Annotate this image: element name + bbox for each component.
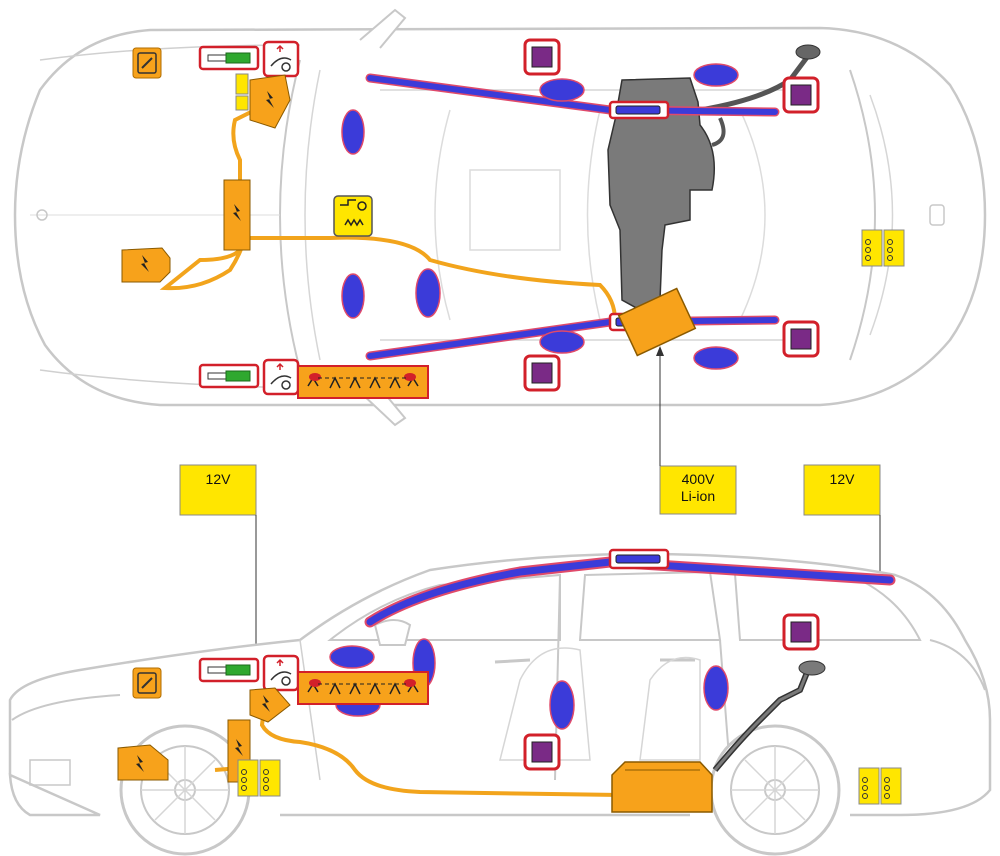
side-view bbox=[8, 548, 992, 856]
airbag-icon bbox=[341, 63, 739, 370]
callout-rear-12v-label: 12V bbox=[830, 471, 856, 487]
airbag-control-unit-icon bbox=[523, 38, 561, 76]
top-view bbox=[13, 8, 987, 427]
fuel-tank-icon bbox=[607, 77, 715, 311]
hv-battery-icon bbox=[617, 287, 697, 357]
callout-front-12v: 12V bbox=[179, 464, 260, 762]
callout-front-12v-label: 12V bbox=[206, 471, 232, 487]
hood-lifter-icon bbox=[262, 40, 300, 78]
gas-strut-icon bbox=[198, 45, 260, 71]
car-body-outline-top bbox=[13, 26, 987, 407]
callout-hv-battery-line1: 400V bbox=[682, 471, 715, 487]
belt-tensioner-icon bbox=[132, 47, 162, 79]
callout-hv-battery-line2: Li-ion bbox=[681, 488, 715, 504]
callout-hv-battery: 400V Li-ion bbox=[656, 346, 737, 515]
heater-icon bbox=[333, 195, 373, 237]
